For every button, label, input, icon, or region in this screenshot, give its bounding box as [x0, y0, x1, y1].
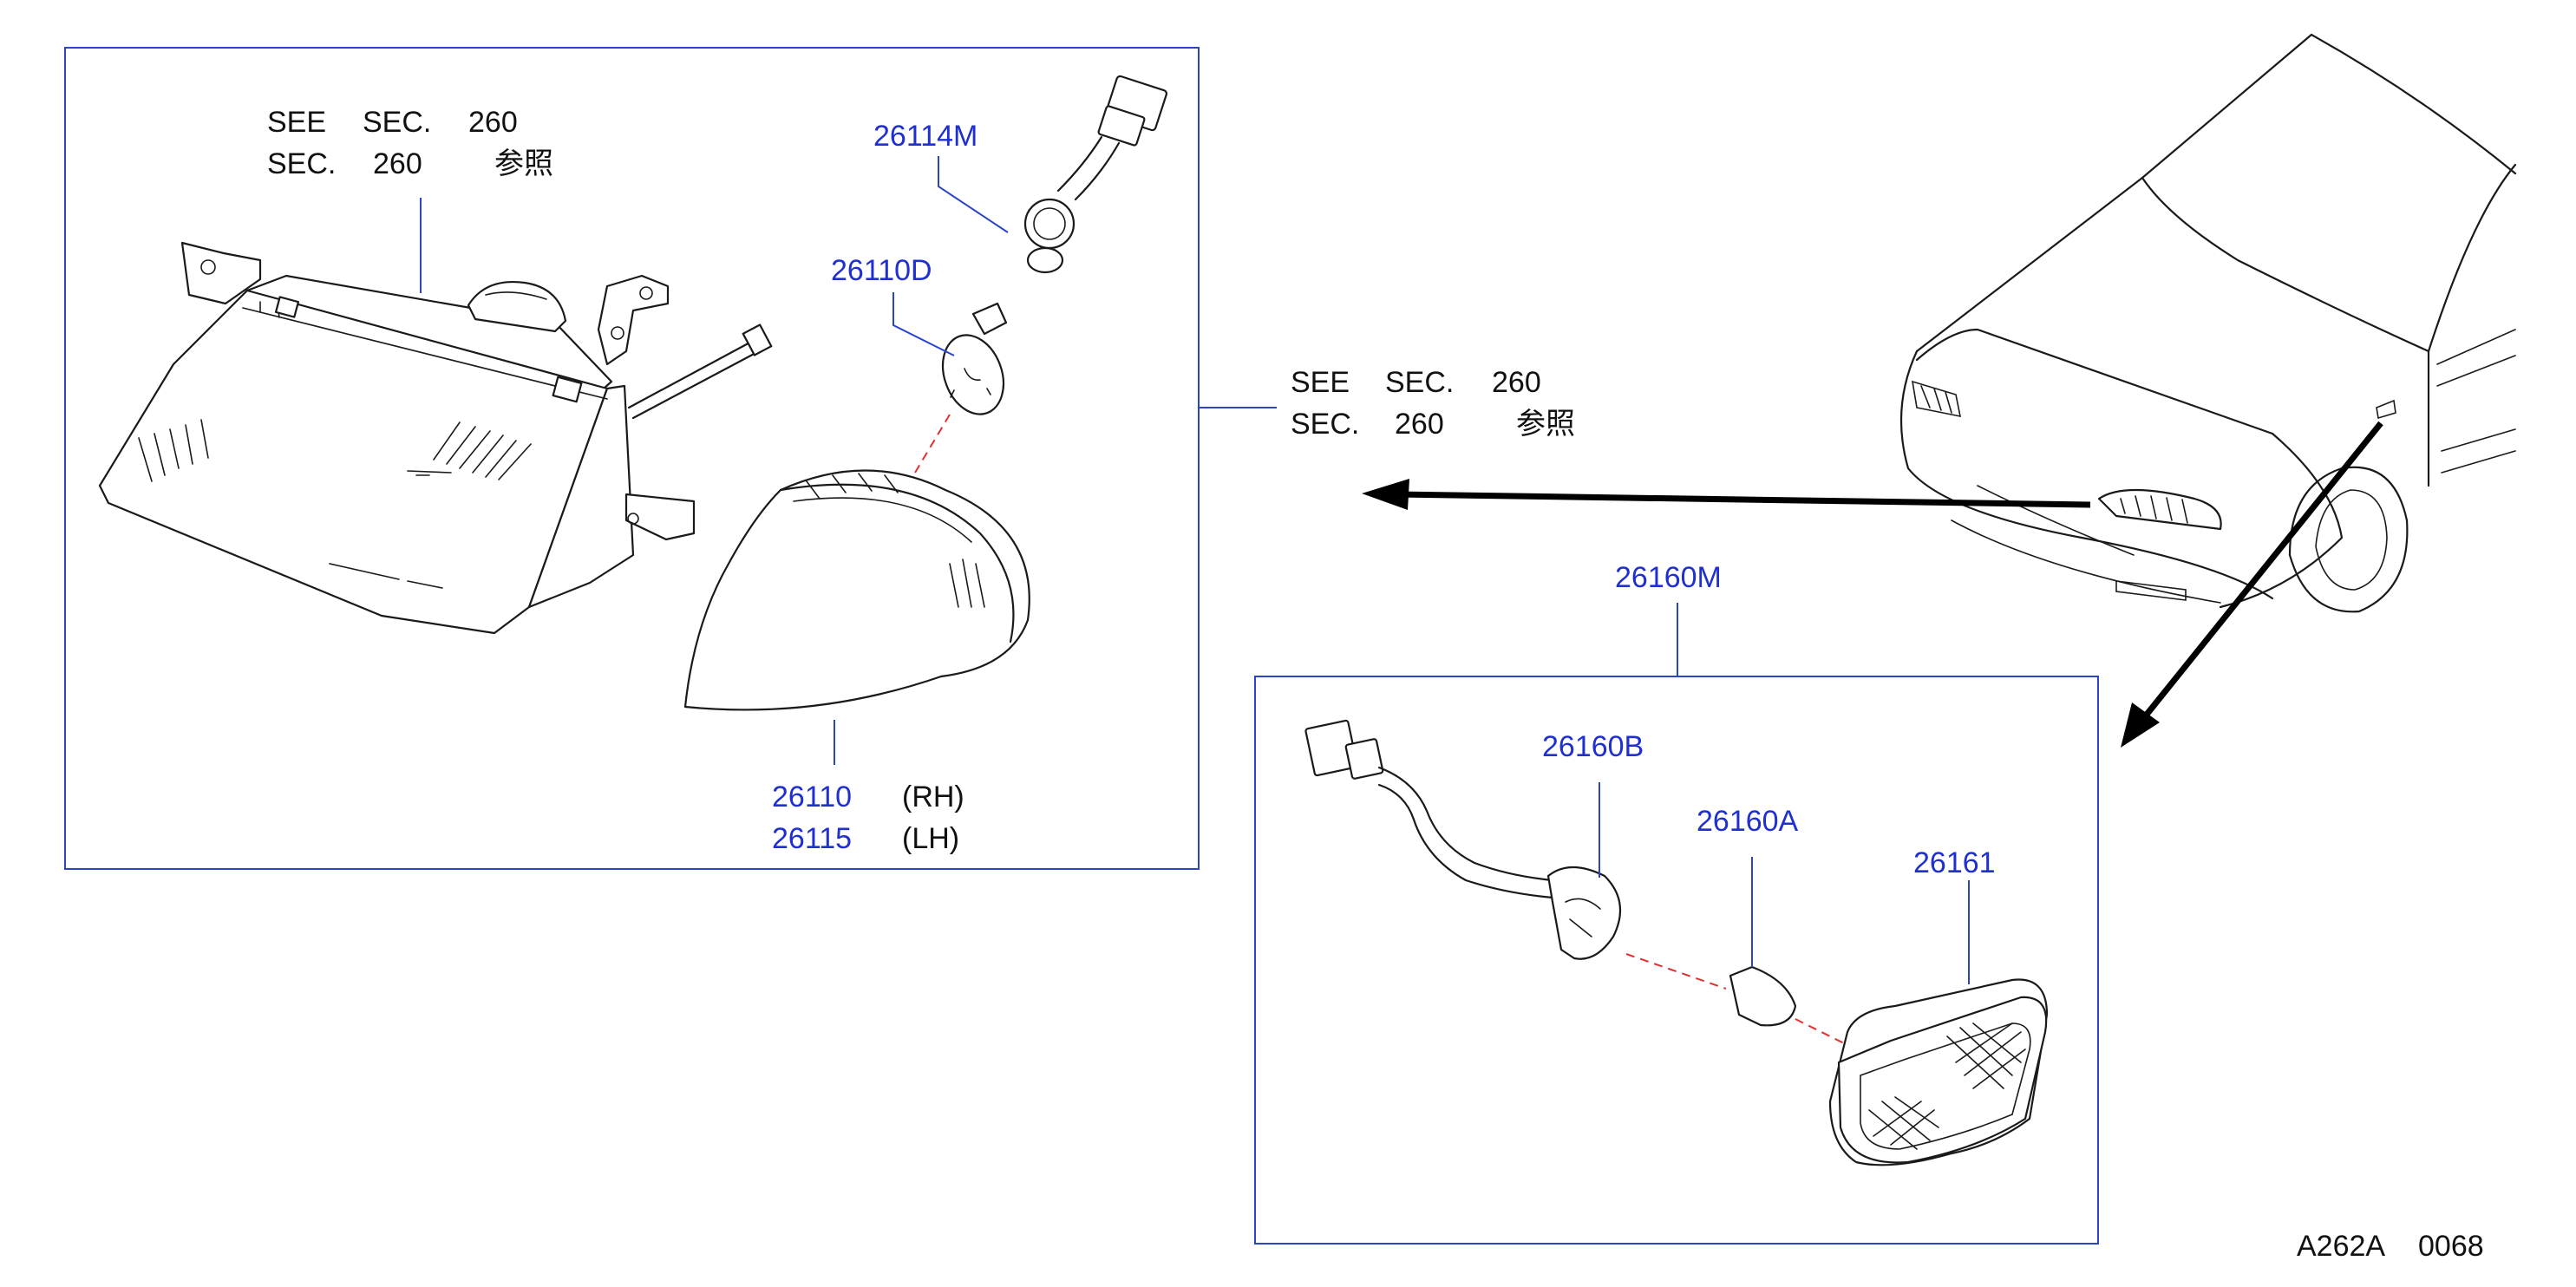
- part-label-26160A[interactable]: 26160A: [1697, 805, 1799, 838]
- headlamp-group-frame: [64, 47, 1200, 870]
- pointer-arrow-to-headlamp: [1362, 479, 2091, 510]
- ref-tl-sec: SEC.: [363, 106, 431, 139]
- side-marker-lamp: [1828, 978, 2049, 1166]
- bulb-socket-harness: [1023, 75, 1168, 274]
- bulb-to-marker-dashed-link: [1795, 1018, 1848, 1046]
- ref-mid-num: 260: [1492, 366, 1541, 399]
- ref-mid-sec2: SEC.: [1291, 408, 1359, 441]
- car-front-view: [1899, 33, 2517, 613]
- socket-to-bulb-dashed-link: [1625, 953, 1727, 990]
- ref-mid-see: SEE: [1291, 366, 1350, 399]
- side-marker-socket-harness: [1304, 719, 1622, 960]
- bulb-26110D: [941, 302, 1008, 415]
- headlamp-assembly: [98, 241, 773, 635]
- part-label-26160B[interactable]: 26160B: [1542, 730, 1644, 763]
- pointer-arrow-to-side-marker: [2121, 421, 2383, 748]
- ref-tl-sec2: SEC.: [267, 147, 336, 180]
- part-side-lh: (LH): [902, 822, 959, 855]
- part-side-rh: (RH): [902, 781, 964, 813]
- diagram-code-number: 0068: [2418, 1230, 2484, 1263]
- callout-leaders: [420, 156, 1970, 984]
- ref-tl-num2: 260: [373, 147, 422, 180]
- bulb-to-lamp-dashed-link: [914, 414, 951, 474]
- diagram-code-prefix: A262A: [2297, 1230, 2385, 1263]
- part-label-26160M[interactable]: 26160M: [1615, 561, 1722, 594]
- reference-note-middle: SEE SEC. 260 SEC. 260 参照: [1291, 366, 1575, 441]
- ref-mid-sec: SEC.: [1385, 366, 1454, 399]
- part-label-26115[interactable]: 26115: [772, 822, 852, 855]
- ref-tl-see: SEE: [267, 106, 326, 139]
- diagram-code: A262A 0068: [2297, 1230, 2484, 1263]
- ref-mid-num2: 260: [1395, 408, 1444, 441]
- reference-note-top-left: SEE SEC. 260 SEC. 260 参照: [267, 106, 553, 180]
- ref-tl-num: 260: [468, 106, 518, 139]
- part-label-26161[interactable]: 26161: [1913, 846, 1996, 879]
- part-label-26110D[interactable]: 26110D: [831, 254, 932, 287]
- side-marker-bulb: [1729, 965, 1797, 1027]
- turn-signal-lamp: [683, 469, 1030, 711]
- part-label-26110[interactable]: 26110: [772, 781, 852, 813]
- part-label-26114M[interactable]: 26114M: [873, 120, 977, 153]
- ref-tl-sansho: 参照: [494, 147, 553, 180]
- ref-mid-sansho: 参照: [1516, 408, 1575, 441]
